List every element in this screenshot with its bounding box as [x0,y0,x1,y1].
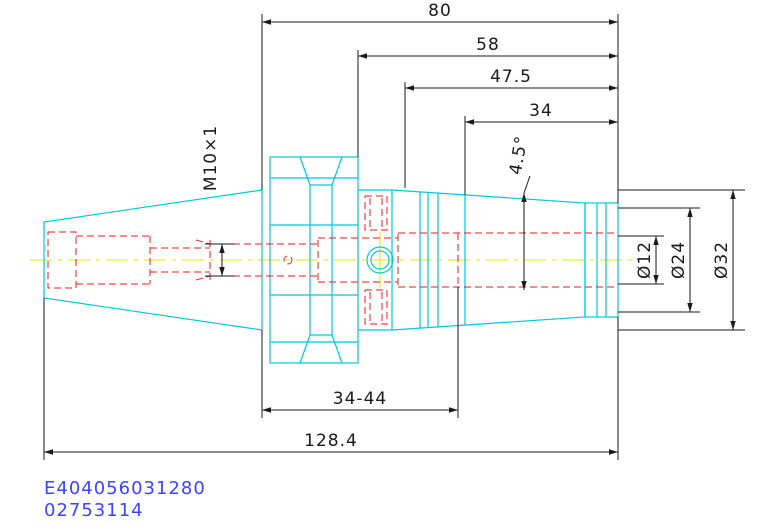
dim-58-label: 58 [476,35,500,55]
dimension-lines [43,14,745,460]
part-code-secondary: 02753114 [44,500,144,521]
part-codes: E404056031280 02753114 [44,478,206,522]
taper-angle-label: 4.5° [506,134,533,176]
dimension-arrows [44,19,736,455]
dia32-label: Ø32 [712,241,732,279]
dim-34-label: 34 [529,101,553,121]
dim-47-5-label: 47.5 [490,67,532,87]
dia12-label: Ø12 [635,241,655,279]
hidden-lines [47,195,618,325]
holder-outline [43,156,619,364]
thread-label: M10×1 [201,125,221,191]
dia24-label: Ø24 [669,241,689,279]
dim-80-label: 80 [428,1,452,21]
dim-34-44-label: 34-44 [333,389,387,409]
dim-angle-leader [523,175,531,194]
part-code-primary: E404056031280 [44,478,206,499]
dim-128-4-label: 128.4 [304,431,358,451]
